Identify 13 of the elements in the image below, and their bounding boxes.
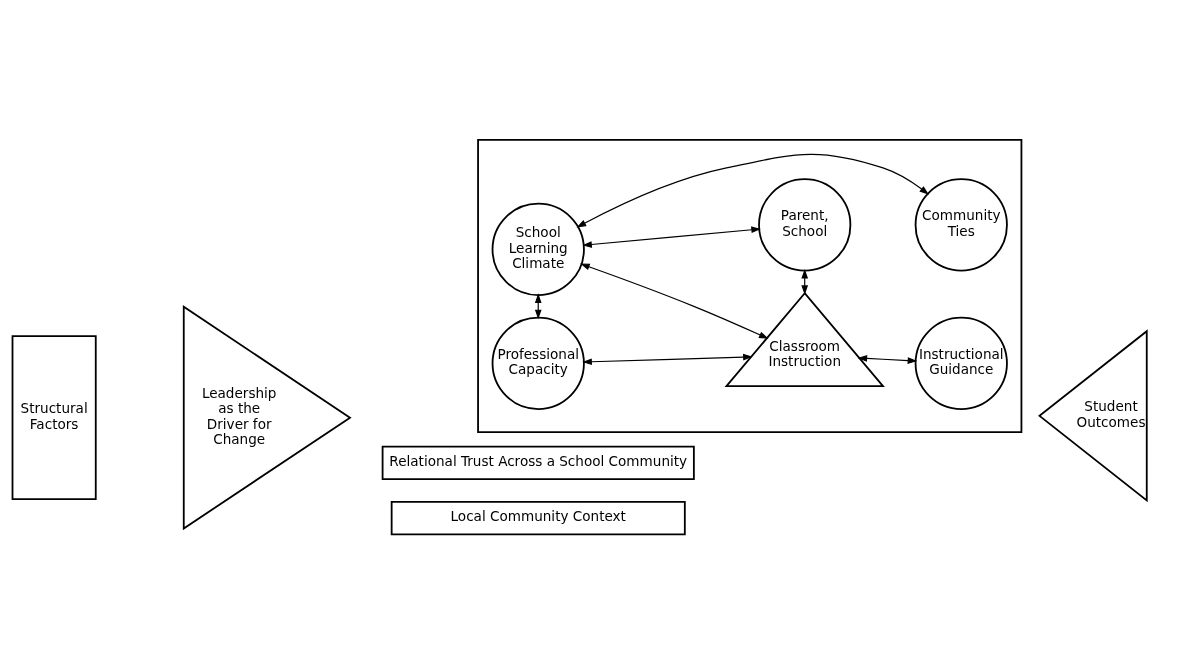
node-box: Local Community Context [390,500,686,535]
cluster [477,138,1023,433]
node-circle: Professional Capacity [491,316,585,410]
arrow [857,354,918,364]
arrow [580,263,769,339]
arrow [582,225,761,248]
node-box: Relational Trust Across a School Community [381,445,695,480]
node-box: Structural Factors [11,334,97,500]
node-circle: Parent, School [758,177,852,271]
node-circle: Community Ties [914,177,1008,271]
node-circle: Instructional Guidance [914,316,1008,410]
arrow [576,153,929,228]
arrow [582,353,753,365]
